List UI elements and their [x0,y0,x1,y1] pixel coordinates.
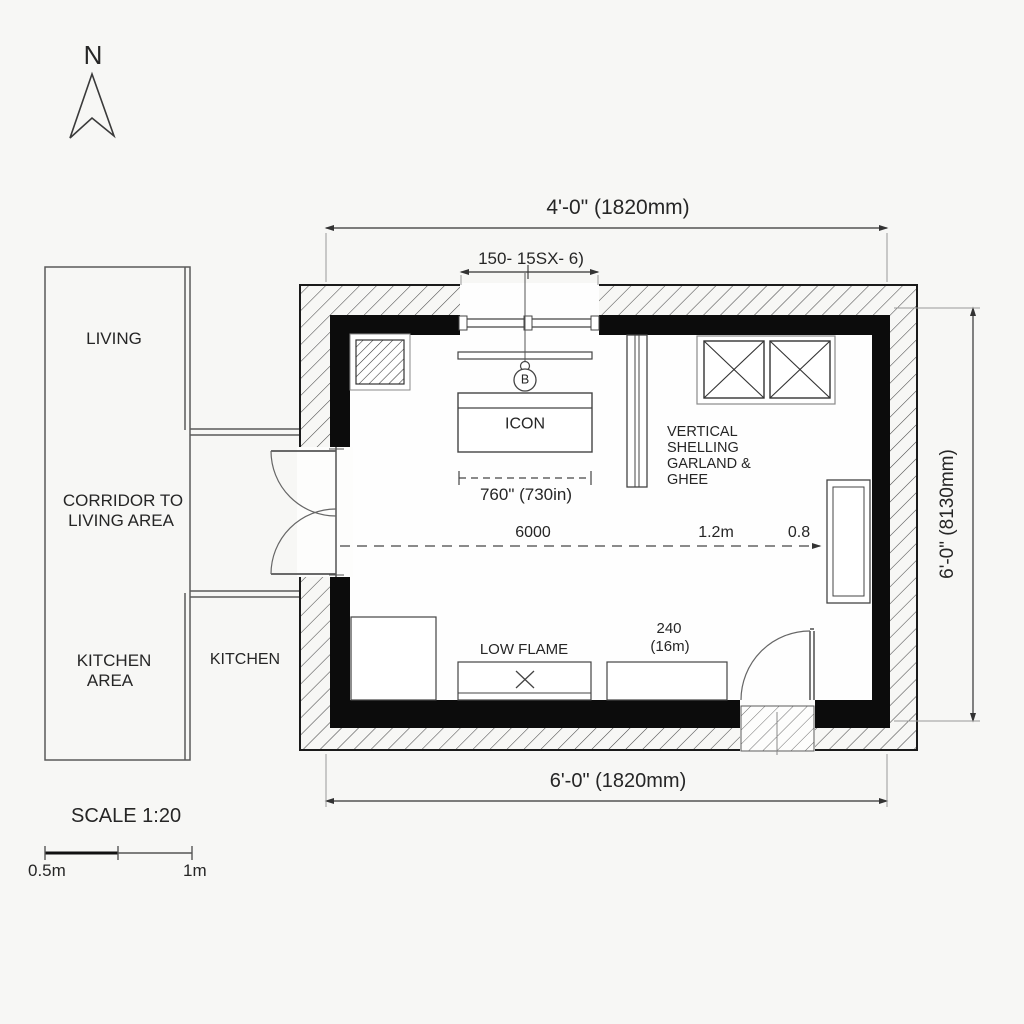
dimension-top-line [324,224,889,282]
island-label: ICON [505,415,545,433]
radiator-panel [826,479,871,604]
island-dimension-label: 760" (730in) [479,485,573,504]
hob-unit [457,661,592,701]
flow-dimension-end: 0.8 [787,524,811,541]
dimension-top-label: 4'-0" (1820mm) [546,196,690,219]
floor-drain-hatched-square [349,333,411,391]
pendant-marker [513,273,537,392]
double-door-left [270,447,344,577]
dimension-right-line [894,306,980,723]
b-marker-label: B [520,372,530,387]
dimension-bottom-label: 6'-0" (1820mm) [549,770,687,792]
scale-half-label: 0.5m [28,861,66,880]
counter-value-label: 240 [656,620,682,637]
flow-dimension-main: 6000 [515,524,551,541]
door-opening-left [297,447,353,577]
room-label-kitchen-area-line1: KITCHEN [76,651,152,670]
room-label-kitchen: KITCHEN [209,651,281,668]
flow-dimension-mid: 1.2m [698,524,734,541]
scale-bar [44,846,193,860]
room-label-corridor-line1: CORRIDOR TO [62,491,184,510]
appliance-box [350,616,437,701]
low-flame-label: LOW FLAME [479,641,569,658]
room-label-kitchen-area-line2: AREA [86,671,134,690]
room-label-corridor-line2: LIVING AREA [68,511,174,530]
shelving-unit [626,334,648,488]
room-label-living: LIVING [86,329,142,348]
counter-unit-label: (16m) [650,638,690,655]
dimension-right-label: 6'-0" (8130mm) [937,449,959,579]
island-unit [457,392,593,453]
scale-full-label: 1m [183,861,207,880]
counter-unit [606,661,728,701]
door-bottom [740,628,815,755]
dimension-top-sub-line [459,265,600,285]
scale-label: SCALE 1:20 [71,805,182,827]
corridor-outline [44,266,301,761]
dimension-bottom-line [324,754,889,807]
shelving-label: VERTICAL SHELLING GARLAND & GHEE [667,424,751,488]
wall-cabinets-crossed [696,335,836,405]
window-top [458,315,600,331]
north-arrow-icon [69,71,116,139]
north-label: N [83,40,103,70]
island-dimension [458,471,592,485]
dimension-top-sub-label: 150- 15SX- 6) [478,249,584,268]
